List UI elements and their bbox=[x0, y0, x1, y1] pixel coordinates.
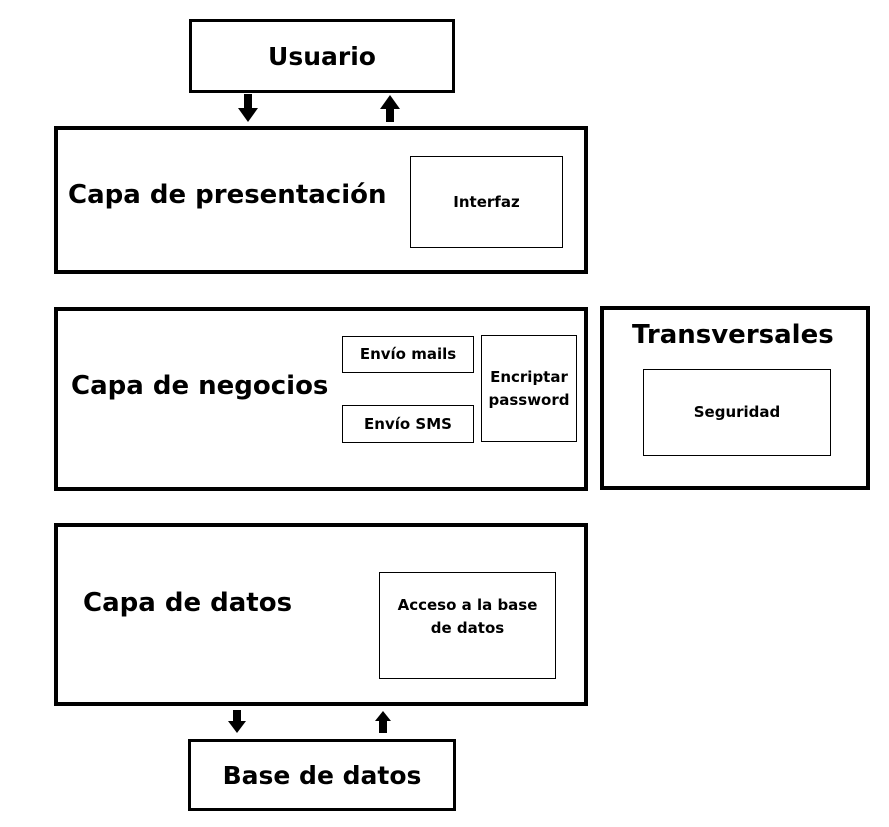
arrow-presentation-to-usuario bbox=[380, 95, 400, 122]
cross-cutting-label: Transversales bbox=[632, 320, 834, 350]
data-layer-box: Capa de datos Acceso a la base de datos bbox=[54, 523, 588, 706]
usuario-label: Usuario bbox=[268, 41, 376, 71]
send-sms-label: Envío SMS bbox=[364, 414, 452, 433]
database-box: Base de datos bbox=[188, 739, 456, 811]
send-mails-label: Envío mails bbox=[359, 345, 457, 363]
db-access-label: Acceso a la base de datos bbox=[397, 595, 538, 637]
encrypt-password-box: Encriptar password bbox=[481, 335, 577, 442]
security-label: Seguridad bbox=[693, 403, 781, 421]
usuario-box: Usuario bbox=[189, 19, 455, 93]
interface-label: Interfaz bbox=[453, 192, 520, 211]
presentation-layer-box: Capa de presentación Interfaz bbox=[54, 126, 588, 274]
business-layer-box: Capa de negocios Envío mails Envío SMS E… bbox=[54, 307, 588, 491]
interface-box: Interfaz bbox=[410, 156, 563, 248]
database-label: Base de datos bbox=[222, 760, 422, 790]
encrypt-password-label: Encriptar password bbox=[488, 367, 570, 409]
db-access-box: Acceso a la base de datos bbox=[379, 572, 556, 679]
presentation-layer-label: Capa de presentación bbox=[68, 180, 387, 210]
business-layer-label: Capa de negocios bbox=[71, 371, 329, 401]
arrow-database-to-data bbox=[375, 711, 391, 733]
arrow-usuario-to-presentation bbox=[238, 94, 258, 122]
send-mails-box: Envío mails bbox=[342, 336, 474, 373]
data-layer-label: Capa de datos bbox=[83, 588, 293, 618]
send-sms-box: Envío SMS bbox=[342, 405, 474, 443]
arrow-data-to-database bbox=[228, 710, 246, 733]
cross-cutting-box: Transversales Seguridad bbox=[600, 306, 870, 490]
security-box: Seguridad bbox=[643, 369, 831, 456]
